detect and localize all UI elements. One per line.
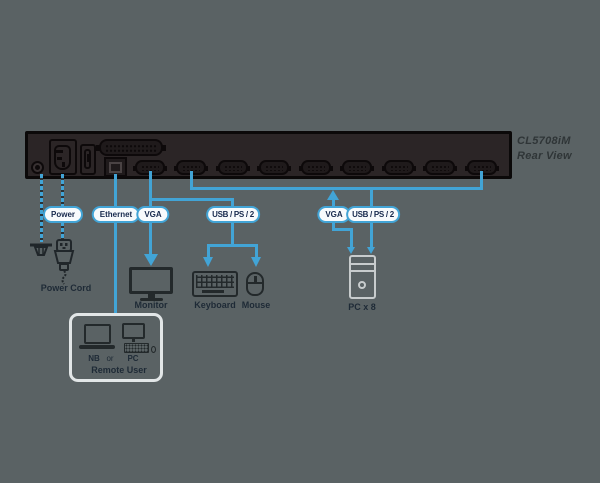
remote-user-caption: Remote User	[91, 365, 147, 375]
keyboard-mouse-split-wire	[207, 244, 258, 247]
keyboard-wire	[207, 244, 210, 258]
desktop-monitor-icon	[122, 323, 145, 339]
remote-user-box: NB or PC Remote User	[69, 313, 163, 382]
pc-usb-label: USB / PS / 2	[346, 206, 400, 223]
view-title: Rear View	[517, 150, 572, 162]
kvm-drop-right-wire	[480, 171, 483, 190]
model-title: CL5708iM	[517, 135, 571, 147]
pc-usb-end-arrow-icon	[367, 247, 375, 254]
pc-vga-jog-wire	[332, 228, 353, 231]
mouse-caption: Mouse	[241, 300, 271, 310]
pc-tower-icon	[349, 255, 376, 299]
power-switch	[80, 144, 96, 175]
ground-wire	[40, 174, 43, 242]
kvm-port-4	[299, 160, 333, 175]
ground-symbol-icon	[30, 243, 52, 256]
pc-vga-drop-wire	[350, 228, 353, 249]
kvm-port-6	[382, 160, 416, 175]
kvm-port-3	[257, 160, 291, 175]
pc-group-caption: PC x 8	[348, 302, 376, 312]
grounding-terminal	[31, 161, 44, 174]
pc-vga-arrow-icon	[327, 190, 339, 200]
pc-vga-end-arrow-icon	[347, 247, 355, 254]
keyboard-arrow-icon	[203, 257, 213, 267]
mouse-icon	[246, 272, 264, 296]
console-db25-port	[96, 139, 166, 156]
laptop-icon	[84, 324, 111, 344]
monitor-icon	[129, 267, 173, 294]
monitor-stand-icon	[148, 294, 155, 298]
monitor-caption: Monitor	[134, 300, 168, 310]
desktop-keyboard-icon	[124, 343, 149, 353]
console-branch-wire	[149, 198, 234, 201]
keyboard-icon	[192, 271, 238, 297]
keyboard-caption: Keyboard	[194, 300, 236, 310]
pc-vga-label: VGA	[317, 206, 351, 223]
ethernet-cable-label: Ethernet	[91, 206, 141, 223]
kvm-port-7	[423, 160, 457, 175]
remote-nb-caption: NB	[88, 354, 100, 363]
mouse-arrow-icon	[251, 257, 261, 267]
pc-vga-down-wire	[332, 218, 335, 231]
ac-inlet-icon	[54, 145, 71, 170]
monitor-arrow-icon	[144, 254, 158, 266]
power-cord-caption: Power Cord	[40, 283, 92, 293]
power-socket	[49, 139, 77, 175]
kvm-port-2	[216, 160, 250, 175]
ethernet-wire	[114, 174, 117, 313]
kvm-drop-left-wire	[190, 171, 193, 190]
kvm-bus-wire	[190, 187, 483, 190]
lan-port	[104, 157, 127, 177]
kvm-port-5	[340, 160, 374, 175]
remote-pc-caption: PC	[127, 354, 139, 363]
mouse-wire	[255, 244, 258, 258]
console-usb-label: USB / PS / 2	[206, 206, 260, 223]
remote-or-caption: or	[106, 354, 114, 363]
power-cable-label: Power	[42, 206, 84, 223]
pc-vga-up-wire	[332, 199, 335, 207]
power-plug-icon	[53, 239, 75, 285]
desktop-mouse-icon	[151, 346, 156, 353]
console-vga-label: VGA	[136, 206, 170, 223]
